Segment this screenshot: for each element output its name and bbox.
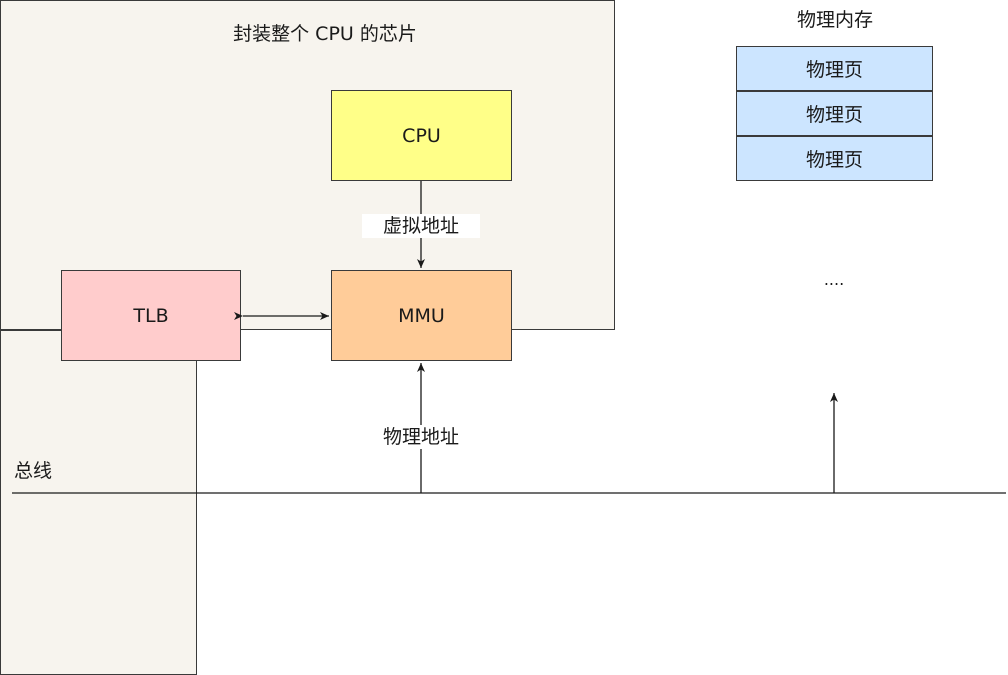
mmu-label: MMU (398, 304, 445, 327)
memory-title: 物理内存 (796, 9, 873, 31)
cpu-label: CPU (402, 124, 441, 147)
mmu-box: MMU (331, 270, 512, 361)
tlb-box: TLB (61, 270, 241, 361)
connector-lines (12, 181, 1006, 494)
bus-label: 总线 (14, 460, 53, 482)
memory-page-3: 物理页 (736, 136, 933, 181)
virtual-address-label: 虚拟地址 (362, 214, 480, 238)
memory-page-1: 物理页 (736, 46, 933, 91)
cpu-box: CPU (331, 90, 512, 181)
memory-page-2: 物理页 (736, 91, 933, 136)
chip-title: 封装整个 CPU 的芯片 (233, 23, 417, 45)
memory-page-label: 物理页 (805, 149, 863, 171)
memory-ellipsis: .... (823, 270, 845, 289)
memory-page-label: 物理页 (805, 104, 863, 126)
tlb-label: TLB (133, 304, 169, 327)
memory-page-label: 物理页 (805, 59, 863, 81)
physical-address-label: 物理地址 (362, 425, 480, 449)
